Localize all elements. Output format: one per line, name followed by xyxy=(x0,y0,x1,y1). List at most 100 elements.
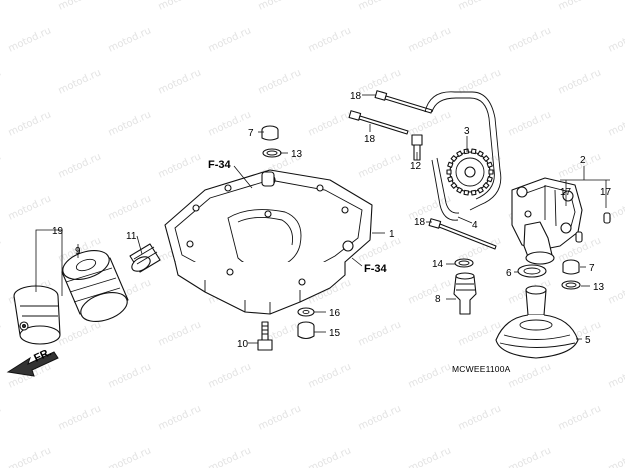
watermark-text: motod.ru xyxy=(407,445,453,468)
dowel-pin-17b xyxy=(603,212,611,224)
watermark-text: motod.ru xyxy=(407,361,453,390)
ref-f34-right: F-34 xyxy=(364,263,388,275)
sprocket-tooth xyxy=(447,161,454,168)
callout-4: 4 xyxy=(472,220,478,231)
watermark-text: motod.ru xyxy=(507,445,553,468)
sprocket-tooth xyxy=(446,169,452,175)
dowel-pin-17a xyxy=(575,231,583,243)
sprocket-tooth xyxy=(482,182,490,189)
watermark-text: motod.ru xyxy=(307,109,353,138)
oil-filter xyxy=(61,250,129,322)
watermark-text: motod.ru xyxy=(0,235,3,264)
watermark-text: motod.ru xyxy=(0,151,3,180)
bolt-18-top xyxy=(374,90,433,114)
watermark-text: motod.ru xyxy=(557,403,603,432)
pressure-switch xyxy=(453,272,477,315)
watermark-text: motod.ru xyxy=(157,403,203,432)
watermark-text: motod.ru xyxy=(107,445,153,468)
filter-cap xyxy=(13,285,61,345)
watermark-text: motod.ru xyxy=(157,151,203,180)
watermark-text: motod.ru xyxy=(607,361,625,390)
callout-labels: 19 9 11 7 13 1 10 16 15 18 18 12 3 4 18 … xyxy=(32,91,611,374)
watermark-text: motod.ru xyxy=(157,0,203,13)
watermark-text: motod.ru xyxy=(357,151,403,180)
callout-18-mid: 18 xyxy=(364,134,376,145)
watermark-text: motod.ru xyxy=(57,403,103,432)
sprocket-tooth xyxy=(470,189,477,196)
watermark-text: motod.ru xyxy=(207,25,253,54)
callout-13-right: 13 xyxy=(593,282,605,293)
sprocket-tooth xyxy=(450,155,458,162)
sprocket-tooth xyxy=(486,176,493,183)
callout-2: 2 xyxy=(580,155,586,166)
watermark-text: motod.ru xyxy=(0,0,3,13)
collar-7-right xyxy=(562,259,580,275)
watermark-text: motod.ru xyxy=(0,403,3,432)
sprocket xyxy=(446,148,494,196)
watermark-text: motod.ru xyxy=(357,0,403,13)
callout-16: 16 xyxy=(329,308,341,319)
o-ring-6 xyxy=(517,264,547,278)
watermark-text: motod.ru xyxy=(7,193,53,222)
oil-strainer xyxy=(495,285,579,359)
watermark-text: motod.ru xyxy=(0,67,3,96)
callout-19: 19 xyxy=(52,226,64,237)
watermark-text: motod.ru xyxy=(57,0,103,13)
o-ring-13-right xyxy=(561,280,581,290)
sprocket-tooth xyxy=(486,161,493,168)
callout-1: 1 xyxy=(389,229,395,240)
watermark-text: motod.ru xyxy=(557,67,603,96)
watermark-text: motod.ru xyxy=(207,109,253,138)
sprocket-tooth xyxy=(463,148,470,155)
watermark-text: motod.ru xyxy=(7,25,53,54)
watermark-text: motod.ru xyxy=(407,277,453,306)
watermark-text: motod.ru xyxy=(607,445,625,468)
watermark-text: motod.ru xyxy=(57,151,103,180)
callout-18-low: 18 xyxy=(414,217,426,228)
watermark-text: motod.ru xyxy=(357,319,403,348)
watermark-text: motod.ru xyxy=(257,0,303,13)
callout-7-right: 7 xyxy=(589,263,595,274)
watermark-text: motod.ru xyxy=(257,67,303,96)
watermark-text: motod.ru xyxy=(457,319,503,348)
callout-12: 12 xyxy=(410,161,422,172)
sprocket-tooth xyxy=(447,176,454,183)
front-arrow-icon xyxy=(6,351,59,377)
sprocket-tooth xyxy=(482,155,490,162)
watermark-text: motod.ru xyxy=(7,445,53,468)
watermark-text: motod.ru xyxy=(507,361,553,390)
callout-10: 10 xyxy=(237,339,249,350)
watermark-text: motod.ru xyxy=(107,361,153,390)
drain-bolt xyxy=(257,321,273,351)
watermark-text: motod.ru xyxy=(357,403,403,432)
callout-18-top: 18 xyxy=(350,91,362,102)
callout-13-left: 13 xyxy=(291,149,303,160)
sprocket-tooth xyxy=(450,182,458,189)
oil-pan xyxy=(164,169,373,315)
sprocket-tooth xyxy=(477,186,484,194)
callout-9: 9 xyxy=(75,246,81,257)
bolt-15 xyxy=(297,321,315,340)
collar-7-left xyxy=(261,125,279,141)
sprocket-tooth xyxy=(456,150,463,158)
watermark-text: motod.ru xyxy=(557,0,603,13)
bolt-18-mid xyxy=(348,110,409,135)
watermark-text: motod.ru xyxy=(107,193,153,222)
watermark-text: motod.ru xyxy=(107,109,153,138)
watermark-text: motod.ru xyxy=(607,109,625,138)
ref-f34-top: F-34 xyxy=(208,159,232,171)
o-ring-13-left xyxy=(262,148,282,158)
watermark-text: motod.ru xyxy=(107,25,153,54)
watermark-text: motod.ru xyxy=(507,25,553,54)
oil-pump xyxy=(511,177,583,265)
callout-7-left: 7 xyxy=(248,128,254,139)
watermark-text: motod.ru xyxy=(457,403,503,432)
washer-16 xyxy=(297,307,315,317)
watermark-text: motod.ru xyxy=(57,319,103,348)
o-ring-14 xyxy=(454,258,474,268)
bolt-18-low xyxy=(428,218,497,250)
watermark-text: motod.ru xyxy=(7,109,53,138)
watermark-text: motod.ru xyxy=(257,403,303,432)
